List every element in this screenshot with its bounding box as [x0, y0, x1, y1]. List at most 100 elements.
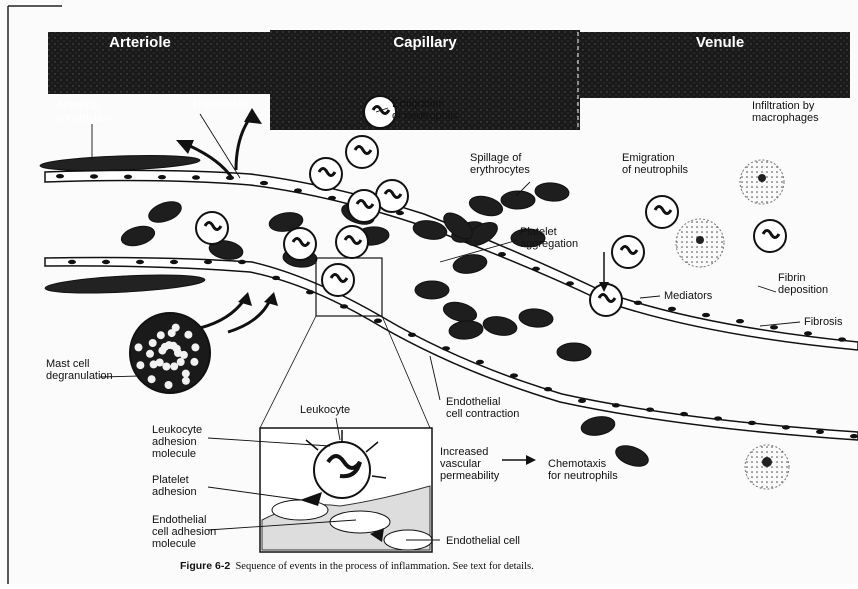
endothelial-nucleus	[68, 260, 76, 264]
endothelial-nucleus	[770, 325, 778, 329]
endothelial-nucleus	[204, 260, 212, 264]
endothelial-nucleus	[170, 260, 178, 264]
endothelial-nucleus	[498, 252, 506, 256]
label-mediators: Mediators	[664, 290, 712, 302]
label-mast-cell-degranulation: Mast cell degranulation	[46, 358, 113, 382]
endothelial-nucleus	[340, 304, 348, 308]
erythrocyte	[146, 198, 184, 227]
figure-caption-text: Sequence of events in the process of inf…	[235, 561, 533, 572]
label-fibrin-deposition: Fibrin deposition	[778, 272, 828, 296]
label-chemotaxis-neutrophils: Chemotaxis for neutrophils	[548, 458, 618, 482]
mast-cell-granule	[182, 370, 190, 378]
erythrocyte	[452, 252, 489, 276]
endothelial-nucleus	[838, 337, 846, 341]
mast-cell-granule	[135, 343, 143, 351]
label-leukocyte-adhesion-molecule: Leukocyte adhesion molecule	[152, 424, 202, 460]
endothelial-nucleus	[544, 387, 552, 391]
mast-cell	[130, 313, 210, 393]
label-platelet-aggregation: Platelet aggregation	[520, 226, 578, 250]
endothelial-nucleus	[136, 260, 144, 264]
endothelial-nucleus	[748, 421, 756, 425]
endothelial-nucleus	[634, 301, 642, 305]
endothelial-nucleus	[532, 267, 540, 271]
neutrophil	[310, 158, 342, 190]
endothelial-nucleus	[272, 276, 280, 280]
header-venule: Venule	[650, 32, 790, 54]
erythrocyte	[518, 308, 553, 329]
header-arteriole: Arteriole	[70, 32, 210, 54]
label-platelet-adhesion: Platelet adhesion	[152, 474, 197, 498]
mast-cell-granule	[149, 339, 157, 347]
neutrophil	[284, 228, 316, 260]
mast-cell-granule	[184, 331, 192, 339]
endothelial-nucleus	[714, 416, 722, 420]
label-emigration-neutrophils-right: Emigration of neutrophils	[622, 152, 688, 176]
mast-cell-granule	[177, 358, 185, 366]
neutrophil	[196, 212, 228, 244]
endothelial-nucleus	[442, 346, 450, 350]
mast-cell-granule	[172, 324, 180, 332]
endothelial-nucleus	[782, 425, 790, 429]
mast-cell-granule	[162, 363, 170, 371]
endothelial-nucleus	[804, 331, 812, 335]
endothelial-nucleus	[374, 319, 382, 323]
erythrocyte	[119, 223, 157, 249]
endothelial-nucleus	[736, 319, 744, 323]
figure-number: Figure 6-2	[180, 560, 230, 572]
endothelial-nucleus	[816, 430, 824, 434]
endothelial-nucleus	[90, 174, 98, 178]
neutrophil	[348, 190, 380, 222]
mast-cell-granule	[182, 377, 190, 385]
mast-cell-granule	[180, 351, 188, 359]
mast-cell-granule	[157, 331, 165, 339]
endothelial-nucleus	[294, 188, 302, 192]
endothelial-nucleus	[158, 175, 166, 179]
erythrocyte	[557, 343, 591, 361]
neutrophil	[590, 284, 622, 316]
mast-cell-granule	[148, 375, 156, 383]
neutrophil	[612, 236, 644, 268]
endothelial-nucleus	[668, 307, 676, 311]
endothelial-nucleus	[328, 196, 336, 200]
endothelial-nucleus	[850, 434, 858, 438]
erythrocyte	[482, 314, 519, 338]
label-transudate: Transudate	[192, 98, 247, 110]
label-leukocyte: Leukocyte	[300, 404, 350, 416]
endothelial-nucleus	[702, 313, 710, 317]
mast-cell-granule	[150, 360, 158, 368]
erythrocyte	[415, 281, 449, 299]
mast-cell-granule	[136, 361, 144, 369]
erythrocyte	[467, 193, 505, 219]
mast-cell-granule	[146, 350, 154, 358]
mast-cell-granule	[170, 362, 178, 370]
label-fibrosis: Fibrosis	[804, 316, 843, 328]
erythrocyte	[613, 442, 651, 471]
erythrocyte	[534, 182, 569, 203]
arrow-heads	[176, 108, 609, 465]
header-capillary: Capillary	[320, 32, 530, 54]
erythrocyte	[448, 320, 483, 341]
endothelial-nucleus	[612, 403, 620, 407]
endothelial-nucleus	[680, 412, 688, 416]
neutrophil	[346, 136, 378, 168]
figure-caption: Figure 6-2 Sequence of events in the pro…	[180, 560, 534, 572]
endothelial-nucleus	[476, 360, 484, 364]
endothelial-nucleus	[306, 290, 314, 294]
endothelial-nucleus	[192, 175, 200, 179]
mast-cell-granule	[191, 343, 199, 351]
endothelial-nucleus	[238, 260, 246, 264]
mast-cell-granule	[190, 358, 198, 366]
flow-arrows	[190, 118, 604, 460]
label-infiltration-macrophages: Infiltration by macrophages	[752, 100, 819, 124]
neutrophil	[322, 264, 354, 296]
neutrophil	[646, 196, 678, 228]
endothelial-nucleus	[408, 333, 416, 337]
endothelial-nucleus	[260, 181, 268, 185]
endothelial-nucleus	[646, 408, 654, 412]
neutrophil	[754, 220, 786, 252]
endothelial-nucleus	[510, 373, 518, 377]
mast-cell-granule	[165, 381, 173, 389]
erythrocyte	[580, 414, 617, 438]
